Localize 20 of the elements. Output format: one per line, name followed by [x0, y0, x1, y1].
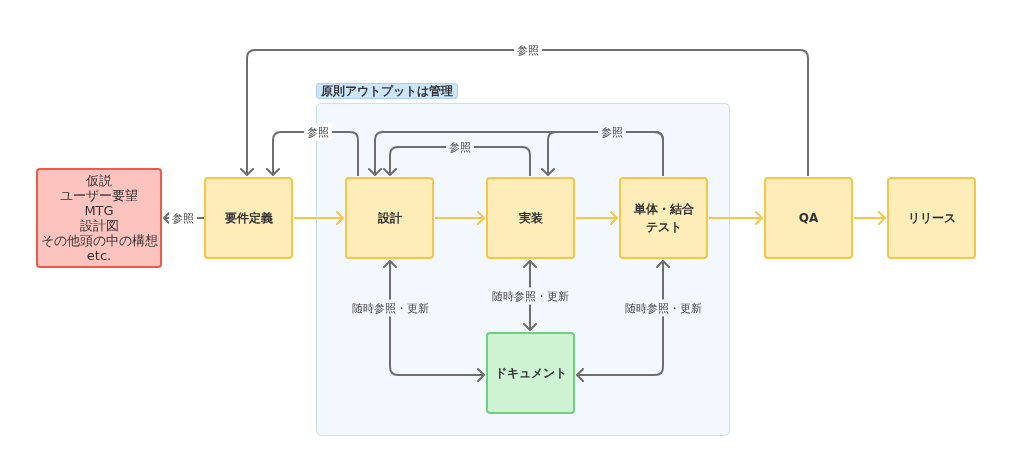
arrow — [541, 131, 664, 177]
document-box: ドキュメント — [486, 332, 575, 414]
arrow — [240, 49, 809, 177]
edge-label: 参照 — [169, 209, 197, 227]
process-box: 要件定義 — [204, 177, 293, 259]
group-label: 原則アウトプットは管理 — [316, 83, 458, 99]
arrow — [853, 211, 886, 225]
process-box: 実装 — [486, 177, 575, 259]
process-box: 単体・結合テスト — [619, 177, 708, 259]
source-box: 仮説 ユーザー要望 MTG 設計図 その他頭の中の構想 etc. — [36, 168, 162, 268]
arrow — [575, 211, 618, 225]
arrow — [293, 211, 344, 225]
arrow — [576, 260, 670, 382]
process-box: リリース — [887, 177, 976, 259]
arrow — [383, 260, 485, 382]
process-box: 設計 — [345, 177, 434, 259]
process-box: QA — [764, 177, 853, 259]
arrow — [708, 211, 763, 225]
edge-label: 参照 — [304, 123, 332, 141]
arrow — [434, 211, 485, 225]
